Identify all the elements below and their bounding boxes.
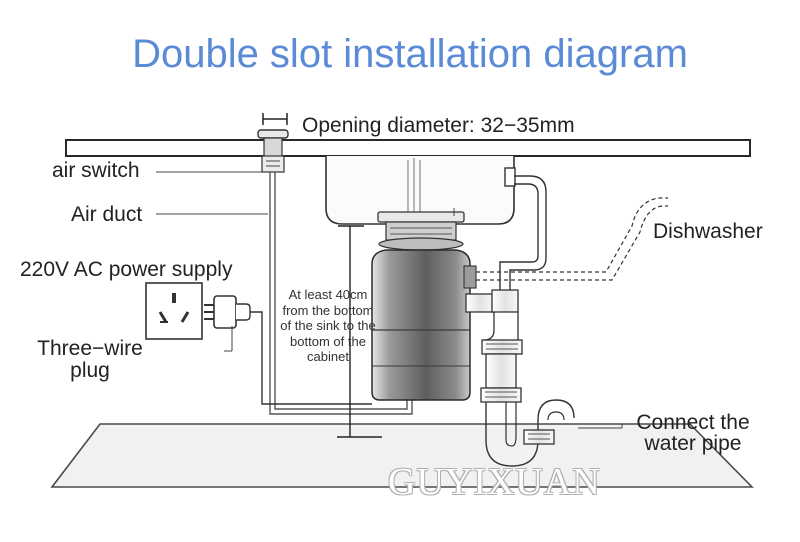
opening-diameter-label: Opening diameter: 32−35mm (302, 114, 575, 137)
dishwasher-hose (476, 197, 668, 281)
water-pipe-label: Connect the water pipe (636, 411, 750, 455)
cabinet-floor (50, 423, 754, 488)
leader-lines (156, 171, 623, 429)
air-switch-label: air switch (52, 159, 140, 182)
sink-bowl (325, 156, 516, 225)
air-duct-label: Air duct (71, 203, 143, 226)
watermark: GUYIXUAN (388, 461, 601, 503)
air-duct-tube (269, 172, 413, 415)
drain-pipe (465, 289, 575, 467)
min-height-label: At least 40cm from the bottom of the sin… (280, 287, 376, 365)
air-switch (257, 129, 289, 173)
overflow-pipe (499, 175, 547, 296)
diagram-title: Double slot installation diagram (132, 32, 688, 76)
three-wire-plug (204, 295, 372, 405)
power-socket (145, 282, 203, 340)
countertop (65, 139, 751, 157)
power-supply-label: 220V AC power supply (20, 258, 233, 281)
height-dimension (337, 225, 382, 438)
opening-diameter-marker (262, 113, 288, 125)
three-wire-plug-label: Three−wire plug (37, 337, 143, 383)
disposal-unit (371, 211, 477, 401)
dishwasher-label: Dishwasher (653, 220, 763, 243)
